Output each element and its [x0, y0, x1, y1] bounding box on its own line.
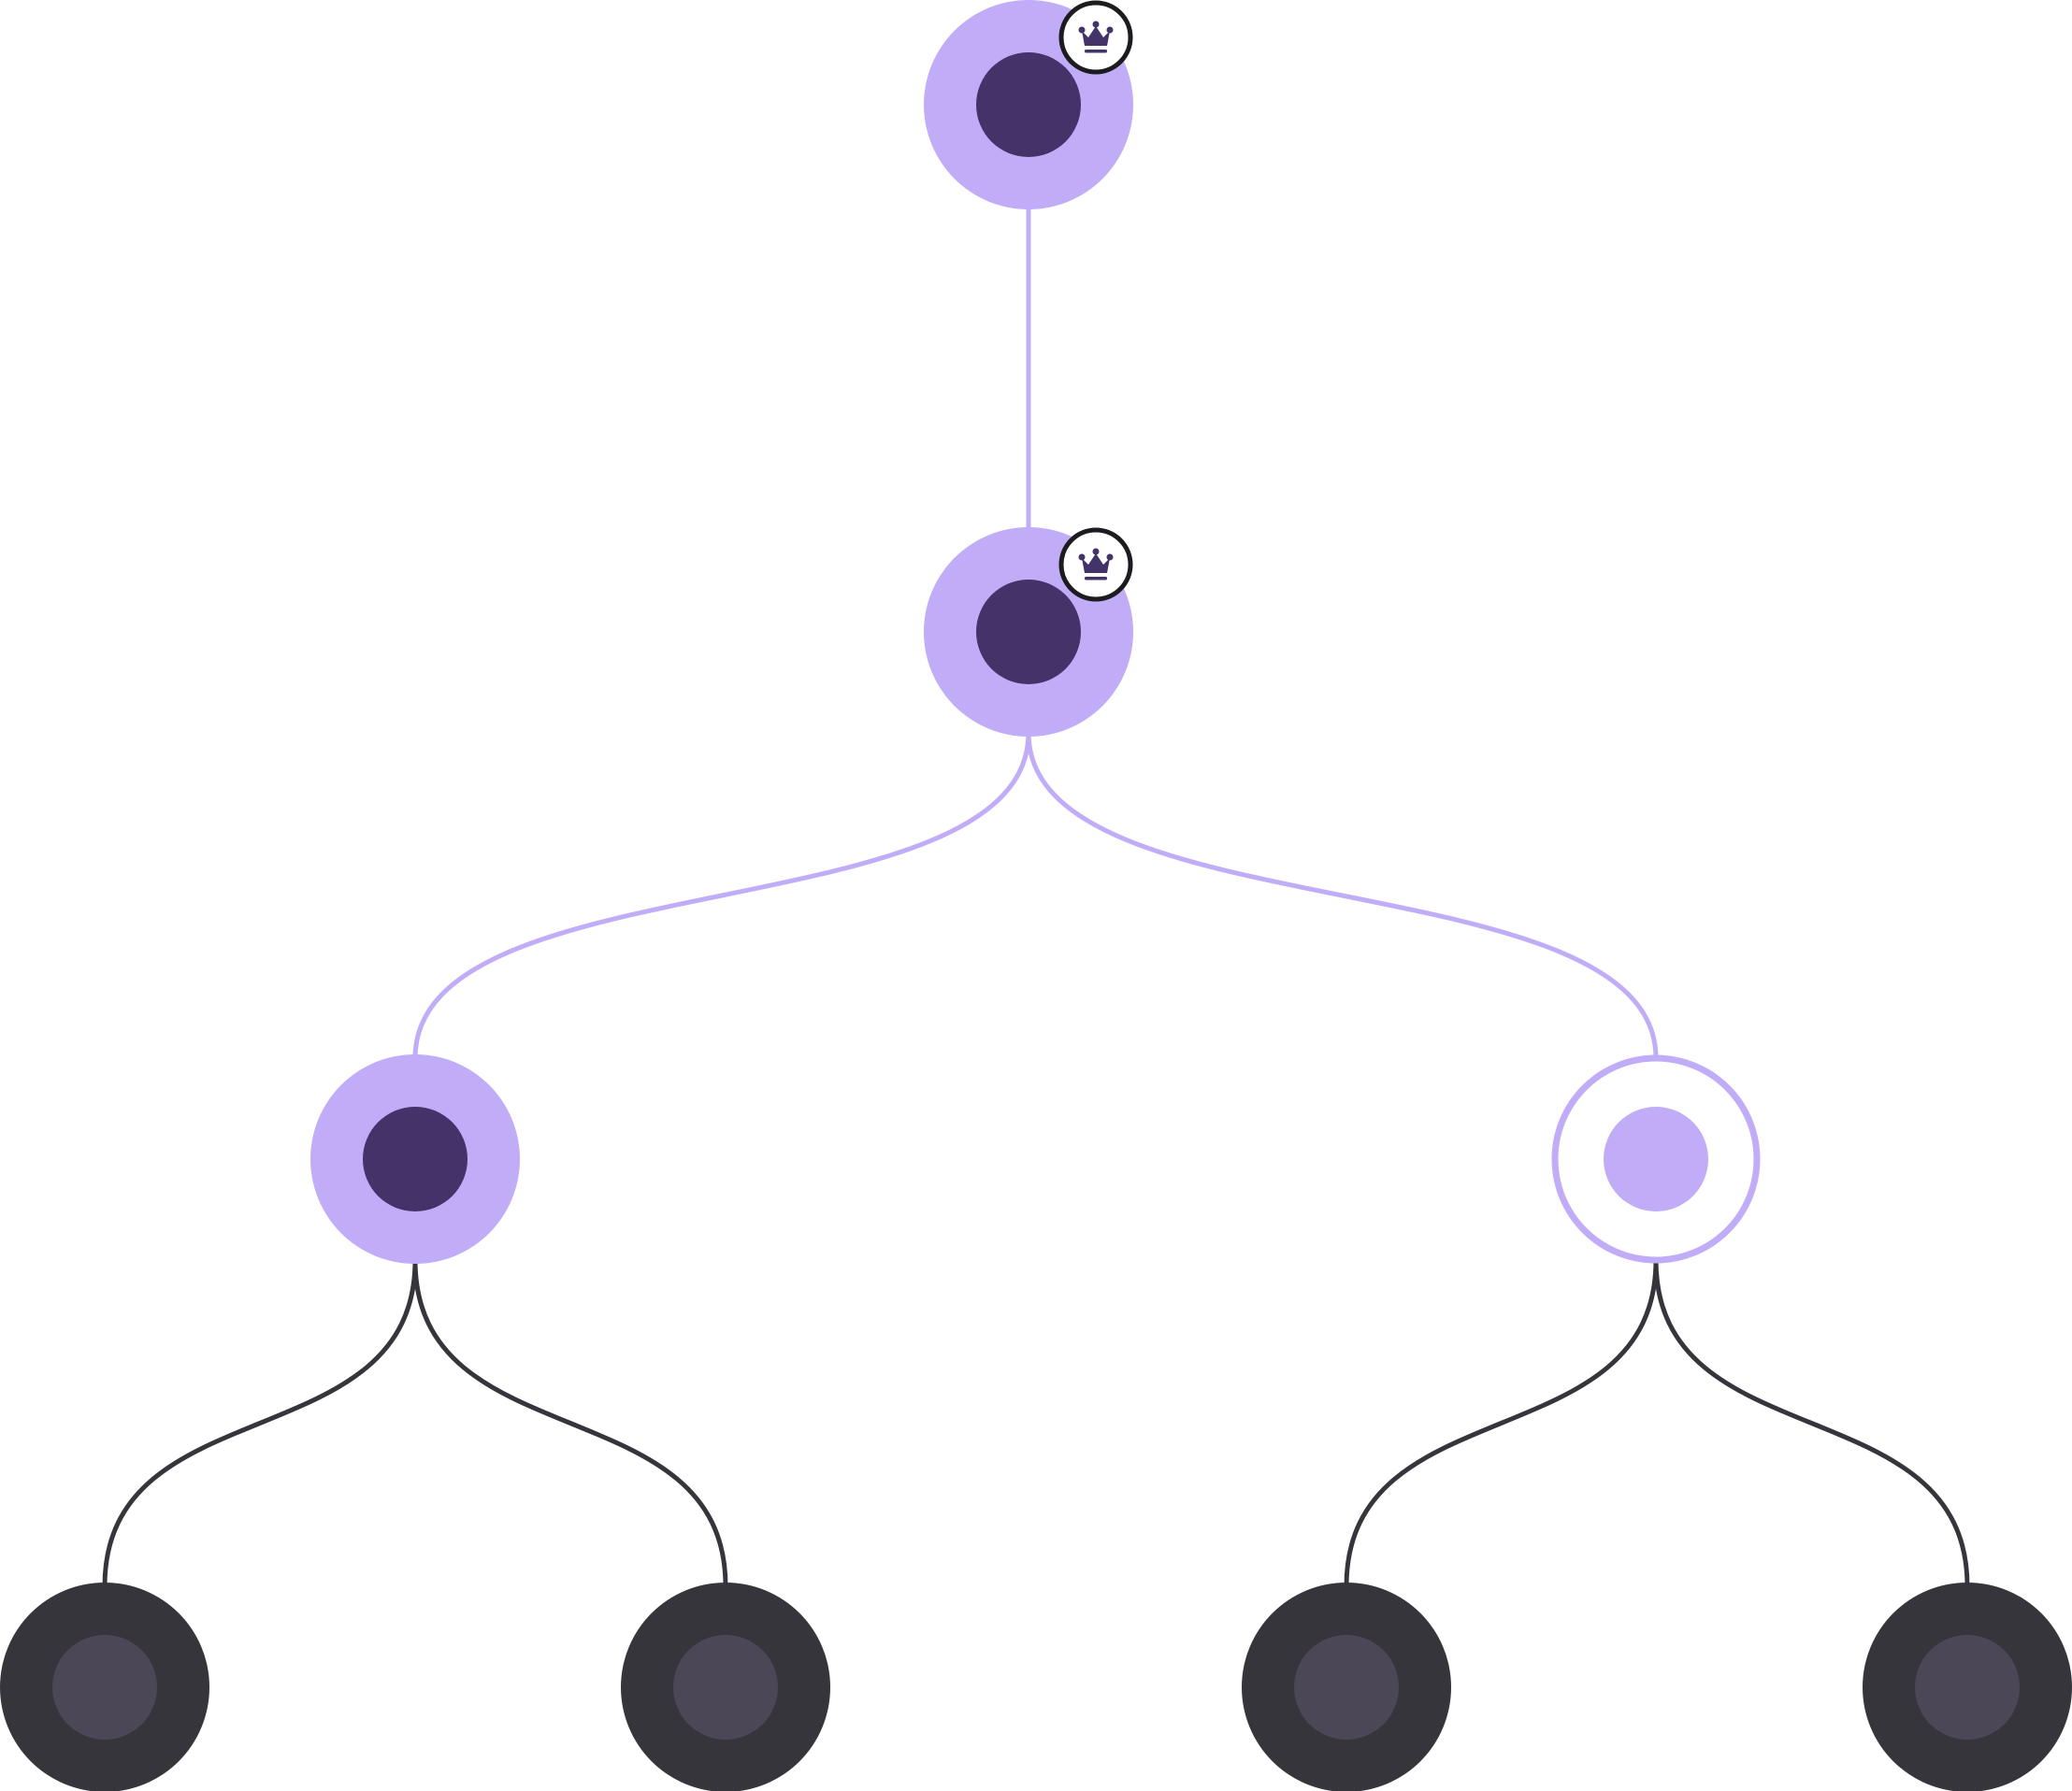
node-inner [673, 1635, 778, 1740]
tree-edge [412, 732, 1031, 1059]
crown-icon [1078, 21, 1114, 53]
tree-node-root[interactable] [924, 0, 1133, 209]
edges [102, 206, 1970, 1587]
tree-node-level2-right[interactable] [1551, 1054, 1761, 1264]
node-inner [363, 1107, 468, 1211]
tree-node-leaf-2[interactable] [621, 1583, 830, 1791]
crown-badge [1058, 527, 1133, 602]
tree-edge [412, 1259, 728, 1587]
tree-node-leaf-1[interactable] [0, 1583, 209, 1791]
crown-icon [1078, 548, 1114, 580]
tree-edge [1344, 1259, 1659, 1587]
node-inner [1915, 1635, 2020, 1740]
node-inner [1294, 1635, 1399, 1740]
tree-edge [1026, 732, 1659, 1059]
tree-node-level2-left[interactable] [310, 1054, 520, 1264]
node-inner [52, 1635, 157, 1740]
node-inner [976, 52, 1081, 157]
tree-edge [102, 1259, 418, 1587]
tree-node-level1[interactable] [924, 527, 1133, 737]
tree-edge [1653, 1259, 1970, 1587]
tree-node-leaf-3[interactable] [1242, 1583, 1451, 1791]
crown-badge [1058, 0, 1133, 75]
node-inner [1604, 1107, 1708, 1211]
node-inner [976, 580, 1081, 684]
tree-node-leaf-4[interactable] [1863, 1583, 2072, 1791]
